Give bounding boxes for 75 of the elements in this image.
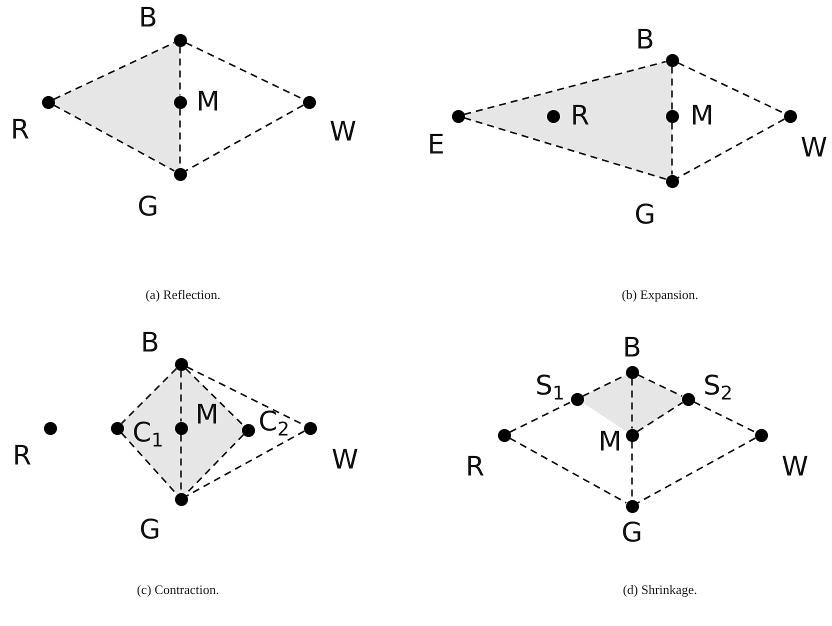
point-dot bbox=[784, 110, 796, 122]
point-dot bbox=[626, 366, 638, 378]
point-dot bbox=[682, 392, 694, 406]
point-label: R bbox=[570, 102, 590, 130]
point-dot bbox=[754, 428, 768, 442]
point-label: G bbox=[622, 520, 642, 546]
point-label: B bbox=[138, 4, 158, 32]
point-label: B bbox=[140, 330, 160, 356]
point-label: M bbox=[195, 402, 219, 428]
point-dot bbox=[110, 422, 124, 434]
point-label: W bbox=[330, 118, 356, 146]
point-dot bbox=[304, 422, 316, 434]
dashed-line bbox=[631, 378, 633, 428]
point-dot bbox=[44, 422, 56, 434]
figure-caption: (b) Expansion. bbox=[622, 287, 698, 303]
dashed-line bbox=[53, 104, 175, 172]
point-label: S$_{1}$ bbox=[535, 372, 565, 404]
point-label: W bbox=[782, 454, 808, 480]
point-dot bbox=[666, 174, 678, 188]
point-label: R bbox=[12, 442, 32, 470]
dashed-line bbox=[631, 442, 633, 500]
point-dot bbox=[174, 492, 188, 506]
dashed-line bbox=[582, 374, 627, 397]
dashed-line bbox=[186, 430, 305, 497]
figure-caption: (a) Reflection. bbox=[145, 287, 221, 303]
point-dot bbox=[666, 54, 678, 66]
point-label: G bbox=[138, 194, 158, 220]
dashed-line bbox=[637, 402, 683, 432]
dashed-line bbox=[509, 401, 572, 433]
point-label: G bbox=[634, 202, 656, 228]
point-dot bbox=[302, 96, 316, 108]
dashed-line bbox=[121, 368, 177, 424]
dashed-line bbox=[185, 368, 244, 426]
point-dot bbox=[570, 392, 584, 406]
point-label: G bbox=[140, 516, 160, 544]
point-dot bbox=[498, 428, 510, 442]
dashed-line bbox=[180, 434, 182, 492]
dashed-line bbox=[186, 42, 304, 100]
point-dot bbox=[174, 168, 186, 180]
dashed-line bbox=[671, 66, 673, 110]
dashed-line bbox=[671, 122, 673, 174]
point-label: W bbox=[800, 134, 828, 162]
point-label: W bbox=[332, 446, 358, 474]
dashed-line bbox=[693, 401, 756, 433]
dashed-line bbox=[464, 117, 666, 180]
point-label: M bbox=[196, 88, 220, 116]
point-dot bbox=[626, 500, 638, 512]
dashed-line bbox=[464, 60, 666, 116]
point-label: B bbox=[636, 26, 654, 54]
point-label: C$_{1}$ bbox=[132, 420, 164, 450]
dashed-line bbox=[509, 437, 627, 504]
point-label: B bbox=[622, 334, 642, 362]
point-label: M bbox=[690, 102, 714, 130]
point-dot bbox=[242, 424, 254, 436]
dashed-line bbox=[120, 432, 178, 495]
point-dot bbox=[174, 358, 188, 370]
dashed-line bbox=[179, 46, 181, 96]
point-label: R bbox=[466, 454, 484, 480]
dashed-line bbox=[677, 118, 785, 179]
point-dot bbox=[452, 110, 464, 122]
dashed-line bbox=[185, 104, 304, 172]
point-label: M bbox=[598, 428, 622, 456]
point-dot bbox=[42, 96, 54, 108]
dashed-line bbox=[638, 374, 682, 397]
dashed-line bbox=[637, 437, 756, 504]
point-label: S$_{2}$ bbox=[703, 372, 733, 404]
point-label: E bbox=[427, 132, 445, 158]
figure-caption: (c) Contraction. bbox=[136, 582, 220, 598]
dashed-line bbox=[180, 370, 182, 422]
point-dot bbox=[174, 34, 186, 46]
point-label: C$_{2}$ bbox=[258, 408, 290, 440]
dashed-line bbox=[678, 62, 784, 114]
dashed-line bbox=[54, 42, 174, 100]
figure-caption: (d) Shrinkage. bbox=[622, 582, 698, 598]
point-label: R bbox=[10, 116, 30, 144]
